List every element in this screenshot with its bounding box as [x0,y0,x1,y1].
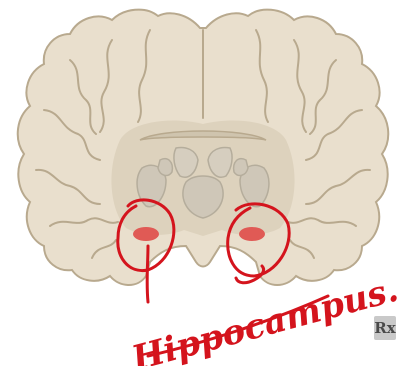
rx-badge-label: Rx [374,319,395,337]
hippocampus-left [133,227,159,241]
hippocampus-right [239,227,265,241]
caudate-left [158,159,172,176]
pointer-line-left [147,246,148,302]
rx-badge: Rx [374,316,396,340]
caudate-right [234,159,248,176]
brain-section [18,10,389,285]
